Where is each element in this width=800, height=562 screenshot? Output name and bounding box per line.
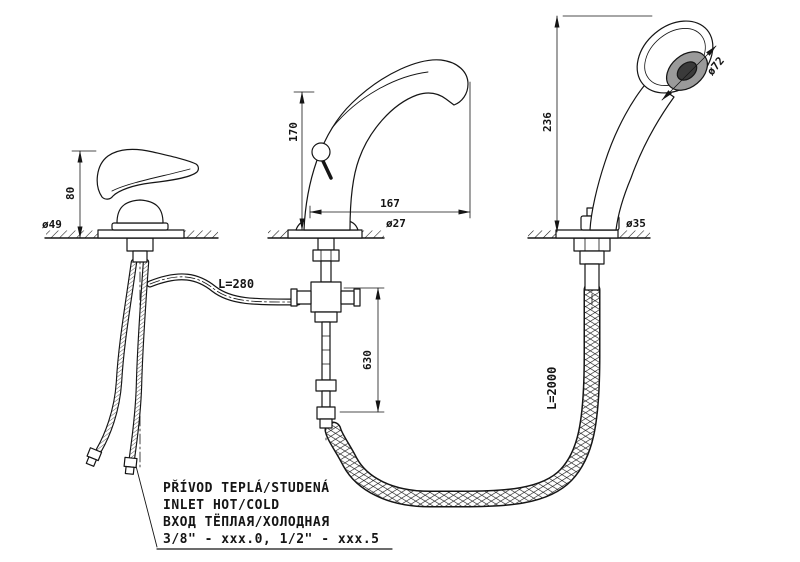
deck-hatch-mid-1 — [268, 230, 288, 238]
dim-72-line — [661, 45, 717, 101]
note-english: INLET HOT/COLD — [163, 498, 280, 513]
mixer-tailpipe — [132, 250, 148, 263]
shower-body-below — [579, 250, 605, 265]
dim-handle-dia: ø49 — [42, 218, 62, 231]
deck-hatch-mid-2 — [362, 230, 384, 238]
dim-spout-reach: 167 — [380, 197, 400, 210]
spout-body — [303, 59, 469, 231]
hose-b-braid — [129, 259, 149, 461]
spout-dimensions — [293, 81, 471, 413]
dim-handle-height: 80 — [64, 187, 77, 200]
spout-riser — [290, 237, 361, 429]
hose-a-fitting — [85, 447, 103, 467]
riser-pipe-2 — [321, 390, 331, 408]
deck-hatch-left-2 — [184, 230, 218, 238]
riser-nut-3 — [315, 379, 337, 392]
riser-pipe-1 — [320, 260, 332, 283]
hose-b-fitting — [123, 456, 138, 475]
lever-handle — [96, 148, 199, 200]
notes-leader — [135, 465, 158, 548]
label-hose-length: L=2000 — [545, 367, 559, 410]
label-connect-pipe: L=280 — [218, 277, 254, 291]
pipe-centerline — [149, 276, 299, 303]
shower-pipe-below — [584, 263, 600, 291]
riser-rod — [321, 321, 331, 381]
diverter-stem — [321, 159, 333, 180]
spiral-hose-wrap-b — [326, 283, 599, 506]
spout-tailpiece — [317, 237, 335, 251]
mixer-collar — [111, 222, 169, 231]
mixer-dome — [116, 199, 164, 224]
shower-nut — [573, 237, 611, 252]
dim-base-dia: ø35 — [626, 217, 646, 230]
shower-dimensions — [554, 15, 717, 233]
tee-left-arm — [296, 290, 312, 305]
deck-hatch-right-1 — [528, 230, 556, 238]
dim-spout-dia: ø27 — [386, 217, 406, 230]
shower-escutcheon — [555, 229, 619, 239]
mixer-escutcheon — [97, 229, 185, 239]
tee-right-arm — [340, 290, 355, 305]
handshower-assembly: 236 ø72 ø35 L=2000 — [527, 15, 727, 410]
dim-spout-height: 170 — [287, 122, 300, 142]
shower-spiral-hose — [324, 281, 601, 508]
deck-hatch-right-2 — [618, 230, 650, 238]
note-russian: ВХОД ТЁПЛАЯ/ХОЛОДНАЯ — [163, 514, 330, 530]
notes-block: PŘÍVOD TEPLÁ/STUDENÁ INLET HOT/COLD ВХОД… — [135, 465, 393, 550]
spout-contour — [331, 71, 429, 129]
tee-right-flange — [353, 288, 361, 307]
diverter-knob — [311, 142, 331, 162]
spout-assembly: 170 167 ø27 L=280 630 — [218, 59, 471, 441]
hose-connector-nut — [316, 406, 336, 420]
mixer-tailpiece — [126, 237, 154, 252]
mixer-dimensions — [71, 150, 97, 239]
tee-body — [310, 281, 342, 313]
hose-connector-tip — [319, 418, 333, 429]
spout-escutcheon — [287, 229, 363, 239]
shower-handle — [589, 79, 675, 231]
dim-shower-height: 236 — [541, 112, 554, 132]
lever-contour — [111, 168, 191, 192]
riser-nut-2 — [314, 311, 338, 323]
riser-nut-1 — [312, 249, 340, 262]
deck-hatch-left-1 — [46, 230, 98, 238]
note-czech: PŘÍVOD TEPLÁ/STUDENÁ — [163, 480, 330, 496]
hose-a-braid — [96, 259, 137, 453]
connecting-pipe — [146, 273, 302, 306]
tee-left-flange — [290, 288, 298, 307]
mixer-assembly: 80 ø49 — [42, 148, 219, 475]
note-sizes: 3/8" - xxx.0, 1/2" - xxx.5 — [163, 532, 380, 547]
dim-riser-height: 630 — [361, 350, 374, 370]
inlet-hoses — [85, 258, 150, 475]
